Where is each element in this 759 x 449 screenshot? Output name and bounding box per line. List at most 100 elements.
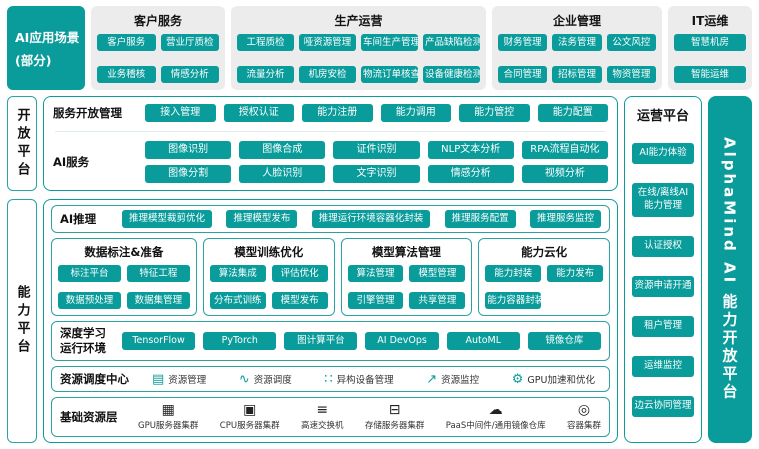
base-resource-label: 基础资源层 [60, 410, 118, 424]
resource-item-label: 异构设备管理 [336, 375, 394, 386]
scenario-chip: 机房安检 [299, 66, 356, 83]
ai-inference-label: AI推理 [60, 212, 97, 226]
base-resource-item-label: GPU服务器集群 [138, 421, 199, 431]
cpu-chip-icon: ▣ [243, 402, 257, 418]
capability-chip: 数据集管理 [126, 292, 190, 310]
ai-inference-chip: 推理运行环境容器化封装 [311, 210, 431, 228]
base-resource-item: ▣ CPU服务器集群 [220, 403, 280, 431]
operation-platform-box: 运营平台 AI能力体验在线/离线AI能力管理认证授权资源申请开通租户管理运维监控… [624, 96, 702, 443]
dl-runtime-chip: 图计算平台 [284, 332, 358, 351]
data-annotation-title: 数据标注&准备 [84, 245, 164, 259]
operation-platform-title: 运营平台 [636, 109, 689, 124]
resource-center-item: ▤ 资源管理 [152, 371, 207, 387]
ai-service-chip: 文字识别 [333, 165, 420, 183]
dl-runtime-label-line2: 运行环境 [60, 341, 106, 356]
service-mgmt-chip: 授权认证 [223, 104, 294, 122]
scenario-chip: 招标管理 [552, 66, 602, 83]
scenario-group-items: 智慧机房智能运维 [674, 34, 746, 83]
model-algorithm-items: 算法管理模型管理引擎管理共享管理 [347, 265, 466, 310]
dl-runtime-chip: AutoML [446, 332, 520, 351]
ai-inference-items: 推理模型裁剪优化推理模型发布推理运行环境容器化封装推理服务配置推理服务监控 [122, 210, 601, 228]
base-resource-row: 基础资源层 ▦ GPU服务器集群 ▣ CPU服务器集群 [51, 397, 610, 437]
list-icon: ▤ [152, 371, 165, 387]
ai-inference-chip: 推理服务配置 [444, 210, 516, 228]
scenario-chip: 设备健康检测 [423, 66, 480, 83]
brand-bar-title: AlphaMind AI 能力开放平台 [720, 137, 739, 402]
base-resource-item-label: PaaS中间件/通用镜像仓库 [445, 421, 546, 431]
scenario-chip: 财务管理 [498, 34, 548, 51]
resource-center-item: ∿ 资源调度 [238, 371, 292, 387]
capability-cloud-title: 能力云化 [521, 245, 568, 259]
scenario-chip: 智慧机房 [674, 34, 746, 51]
resource-item-label: 资源管理 [168, 375, 207, 386]
scenario-chip: 哑资源管理 [299, 34, 356, 51]
capability-chip: 算法集成 [209, 265, 266, 282]
scenario-group-title: 生产运营 [334, 14, 383, 28]
scenario-group-production-operations: 生产运营 工程质检哑资源管理车间生产管理产品缺陷检测流量分析机房安检物流订单核查… [231, 6, 486, 90]
switch-icon: ≡ [316, 402, 329, 418]
side-label-column: 开放平台 能力平台 [7, 96, 37, 443]
base-resource-item-label: CPU服务器集群 [219, 421, 280, 431]
ai-inference-row: AI推理 推理模型裁剪优化推理模型发布推理运行环境容器化封装推理服务配置推理服务… [51, 205, 610, 233]
app-scenarios-label-line2: (部分) [15, 53, 52, 68]
capability-cloud-box: 能力云化 能力封装能力发布能力容器封装 [478, 238, 610, 317]
capability-chip: 引擎管理 [347, 292, 404, 310]
scenario-chip: 客户服务 [97, 34, 156, 51]
capability-platform-side-label: 能力平台 [7, 199, 37, 443]
operation-platform-chip: 在线/离线AI能力管理 [632, 183, 694, 217]
storage-icon: ⊟ [388, 402, 401, 418]
capability-chip: 标注平台 [58, 265, 121, 282]
base-resource-item-label: 高速交换机 [300, 421, 344, 431]
open-platform-box: 服务开放管理 接入管理授权认证能力注册能力调用能力管控能力配置 AI服务 图像识… [43, 96, 618, 191]
capability-chip: 能力容器封装 [485, 292, 542, 310]
scenario-group-title: IT运维 [691, 14, 729, 28]
service-mgmt-chip: 能力注册 [302, 104, 373, 122]
capability-chip: 算法管理 [347, 265, 404, 282]
open-platform-side-label: 开放平台 [7, 96, 37, 191]
row-divider [55, 131, 606, 132]
ai-inference-chip: 推理服务监控 [529, 210, 601, 228]
scenario-group-customer-service: 客户服务 客户服务营业厅质检业务稽核情感分析 [91, 6, 225, 90]
gear-icon: ⚙ [511, 371, 524, 387]
resource-center-item: ∷ 异构设备管理 [324, 372, 394, 387]
resource-center-item: ⚙ GPU加速和优化 [511, 371, 595, 387]
app-scenarios-label-line1: AI应用场景 [15, 30, 80, 45]
base-resource-item: ▦ GPU服务器集群 [138, 403, 198, 431]
monitor-chart-icon: ↗ [426, 371, 438, 387]
data-annotation-items: 标注平台特征工程数据预处理数据集管理 [58, 265, 190, 310]
scenario-group-title: 客户服务 [133, 14, 182, 28]
dl-runtime-chip: TensorFlow [122, 332, 196, 351]
capability-chip: 数据预处理 [58, 292, 121, 310]
service-mgmt-chip: 能力配置 [537, 104, 608, 122]
capability-platform-box: AI推理 推理模型裁剪优化推理模型发布推理运行环境容器化封装推理服务配置推理服务… [43, 199, 618, 443]
dl-runtime-chip: 镜像仓库 [527, 332, 601, 351]
capability-chip: 特征工程 [126, 265, 190, 282]
app-scenarios-band: AI应用场景 (部分) 客户服务 客户服务营业厅质检业务稽核情感分析 生产运营 … [7, 6, 752, 90]
resource-item-label: GPU加速和优化 [527, 375, 595, 386]
scenario-group-enterprise-management: 企业管理 财务管理法务管理公文风控合同管理招标管理物资管理 [492, 6, 662, 90]
scenario-group-items: 财务管理法务管理公文风控合同管理招标管理物资管理 [498, 34, 656, 83]
base-resource-item: ≡ 高速交换机 [301, 403, 344, 431]
schedule-wave-icon: ∿ [238, 371, 250, 387]
operation-platform-chip: 边云协同管理 [632, 396, 694, 417]
scenario-group-it-ops: IT运维 智慧机房智能运维 [668, 6, 752, 90]
resource-item-label: 资源监控 [441, 375, 480, 386]
ai-service-chip: 视频分析 [521, 165, 608, 183]
dl-runtime-label-line1: 深度学习 [60, 326, 106, 341]
scenario-chip: 物资管理 [606, 66, 656, 83]
data-annotation-box: 数据标注&准备 标注平台特征工程数据预处理数据集管理 [51, 238, 197, 317]
operation-platform-chip: 资源申请开通 [632, 276, 694, 297]
scenario-chip: 流量分析 [237, 66, 294, 83]
capability-cloud-items: 能力封装能力发布能力容器封装 [485, 265, 603, 310]
cloud-icon: ☁ [488, 402, 503, 418]
ai-service-chip: 人脸识别 [239, 165, 326, 183]
capability-chip: 分布式训练 [209, 292, 266, 310]
resource-center-label: 资源调度中心 [60, 372, 129, 386]
scenario-group-title: 企业管理 [552, 14, 601, 28]
scenario-group-items: 工程质检哑资源管理车间生产管理产品缺陷检测流量分析机房安检物流订单核查设备健康检… [237, 34, 480, 83]
scenario-chip: 合同管理 [498, 66, 548, 83]
ai-service-chip: 证件识别 [333, 141, 420, 159]
scenario-chip: 物流订单核查 [361, 66, 418, 83]
